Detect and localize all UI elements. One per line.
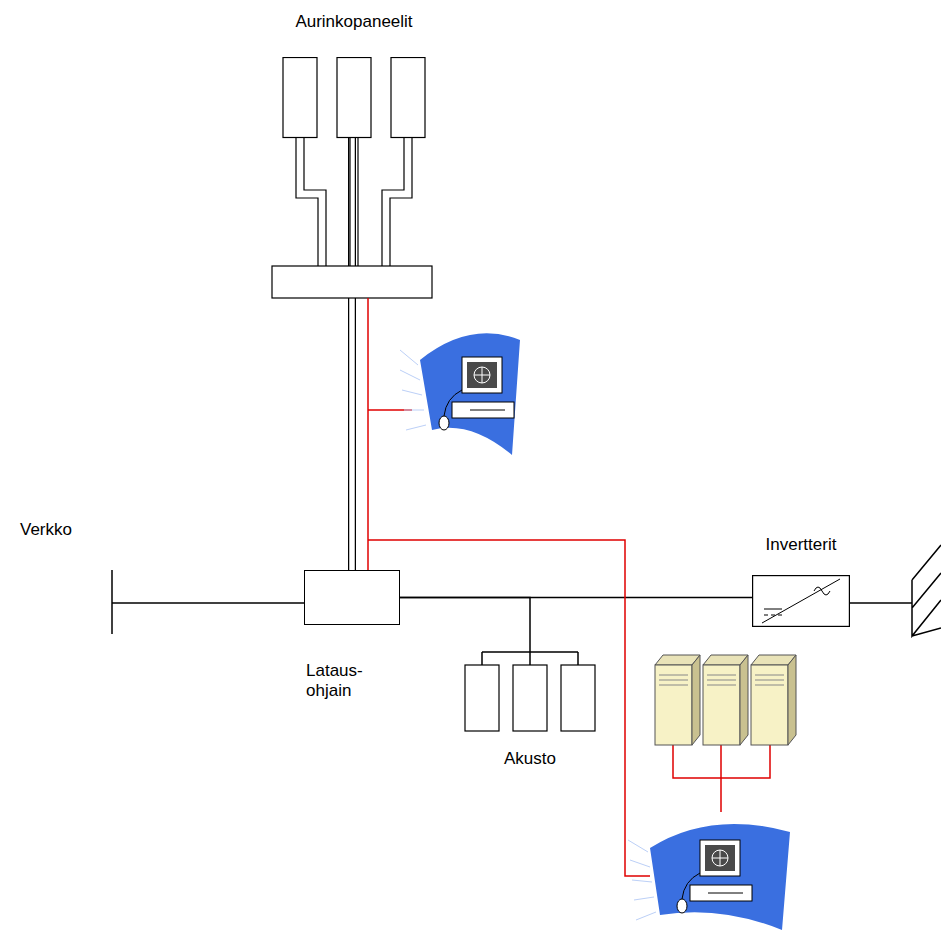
controller-node: Lataus- ohjain bbox=[304, 570, 400, 701]
server-rack bbox=[655, 655, 796, 745]
battery-cell bbox=[513, 665, 547, 731]
load-symbol bbox=[850, 545, 941, 636]
controller-box bbox=[304, 570, 400, 625]
solar-panel bbox=[283, 58, 317, 138]
power-wire bbox=[400, 597, 752, 599]
inverter-symbol bbox=[752, 575, 850, 627]
computer-icon bbox=[400, 333, 520, 455]
node-label: Akusto bbox=[455, 749, 605, 769]
bus-label: Verkko bbox=[20, 520, 72, 540]
data-wire bbox=[368, 298, 770, 876]
battery-cell bbox=[465, 665, 499, 731]
battery-fork bbox=[482, 640, 578, 665]
node-label: Invertterit bbox=[732, 535, 870, 555]
solar-panel bbox=[337, 58, 371, 138]
computer-icon bbox=[628, 824, 790, 930]
node-label: Aurinkopaneelit bbox=[240, 12, 468, 32]
solar-panel bbox=[391, 58, 425, 138]
inverter-node: Invertterit bbox=[752, 535, 850, 627]
node-label: Lataus- ohjain bbox=[304, 661, 396, 701]
power-wire bbox=[400, 598, 530, 641]
solar-panels bbox=[240, 57, 468, 157]
battery-node: Akusto bbox=[455, 640, 605, 769]
battery-bank bbox=[455, 640, 605, 735]
battery-cell bbox=[561, 665, 595, 731]
panels-node: Aurinkopaneelit bbox=[240, 12, 468, 138]
grid-bus bbox=[112, 570, 304, 634]
combiner-box bbox=[272, 266, 432, 298]
panel-leads bbox=[296, 137, 412, 266]
power-wire bbox=[348, 138, 356, 570]
